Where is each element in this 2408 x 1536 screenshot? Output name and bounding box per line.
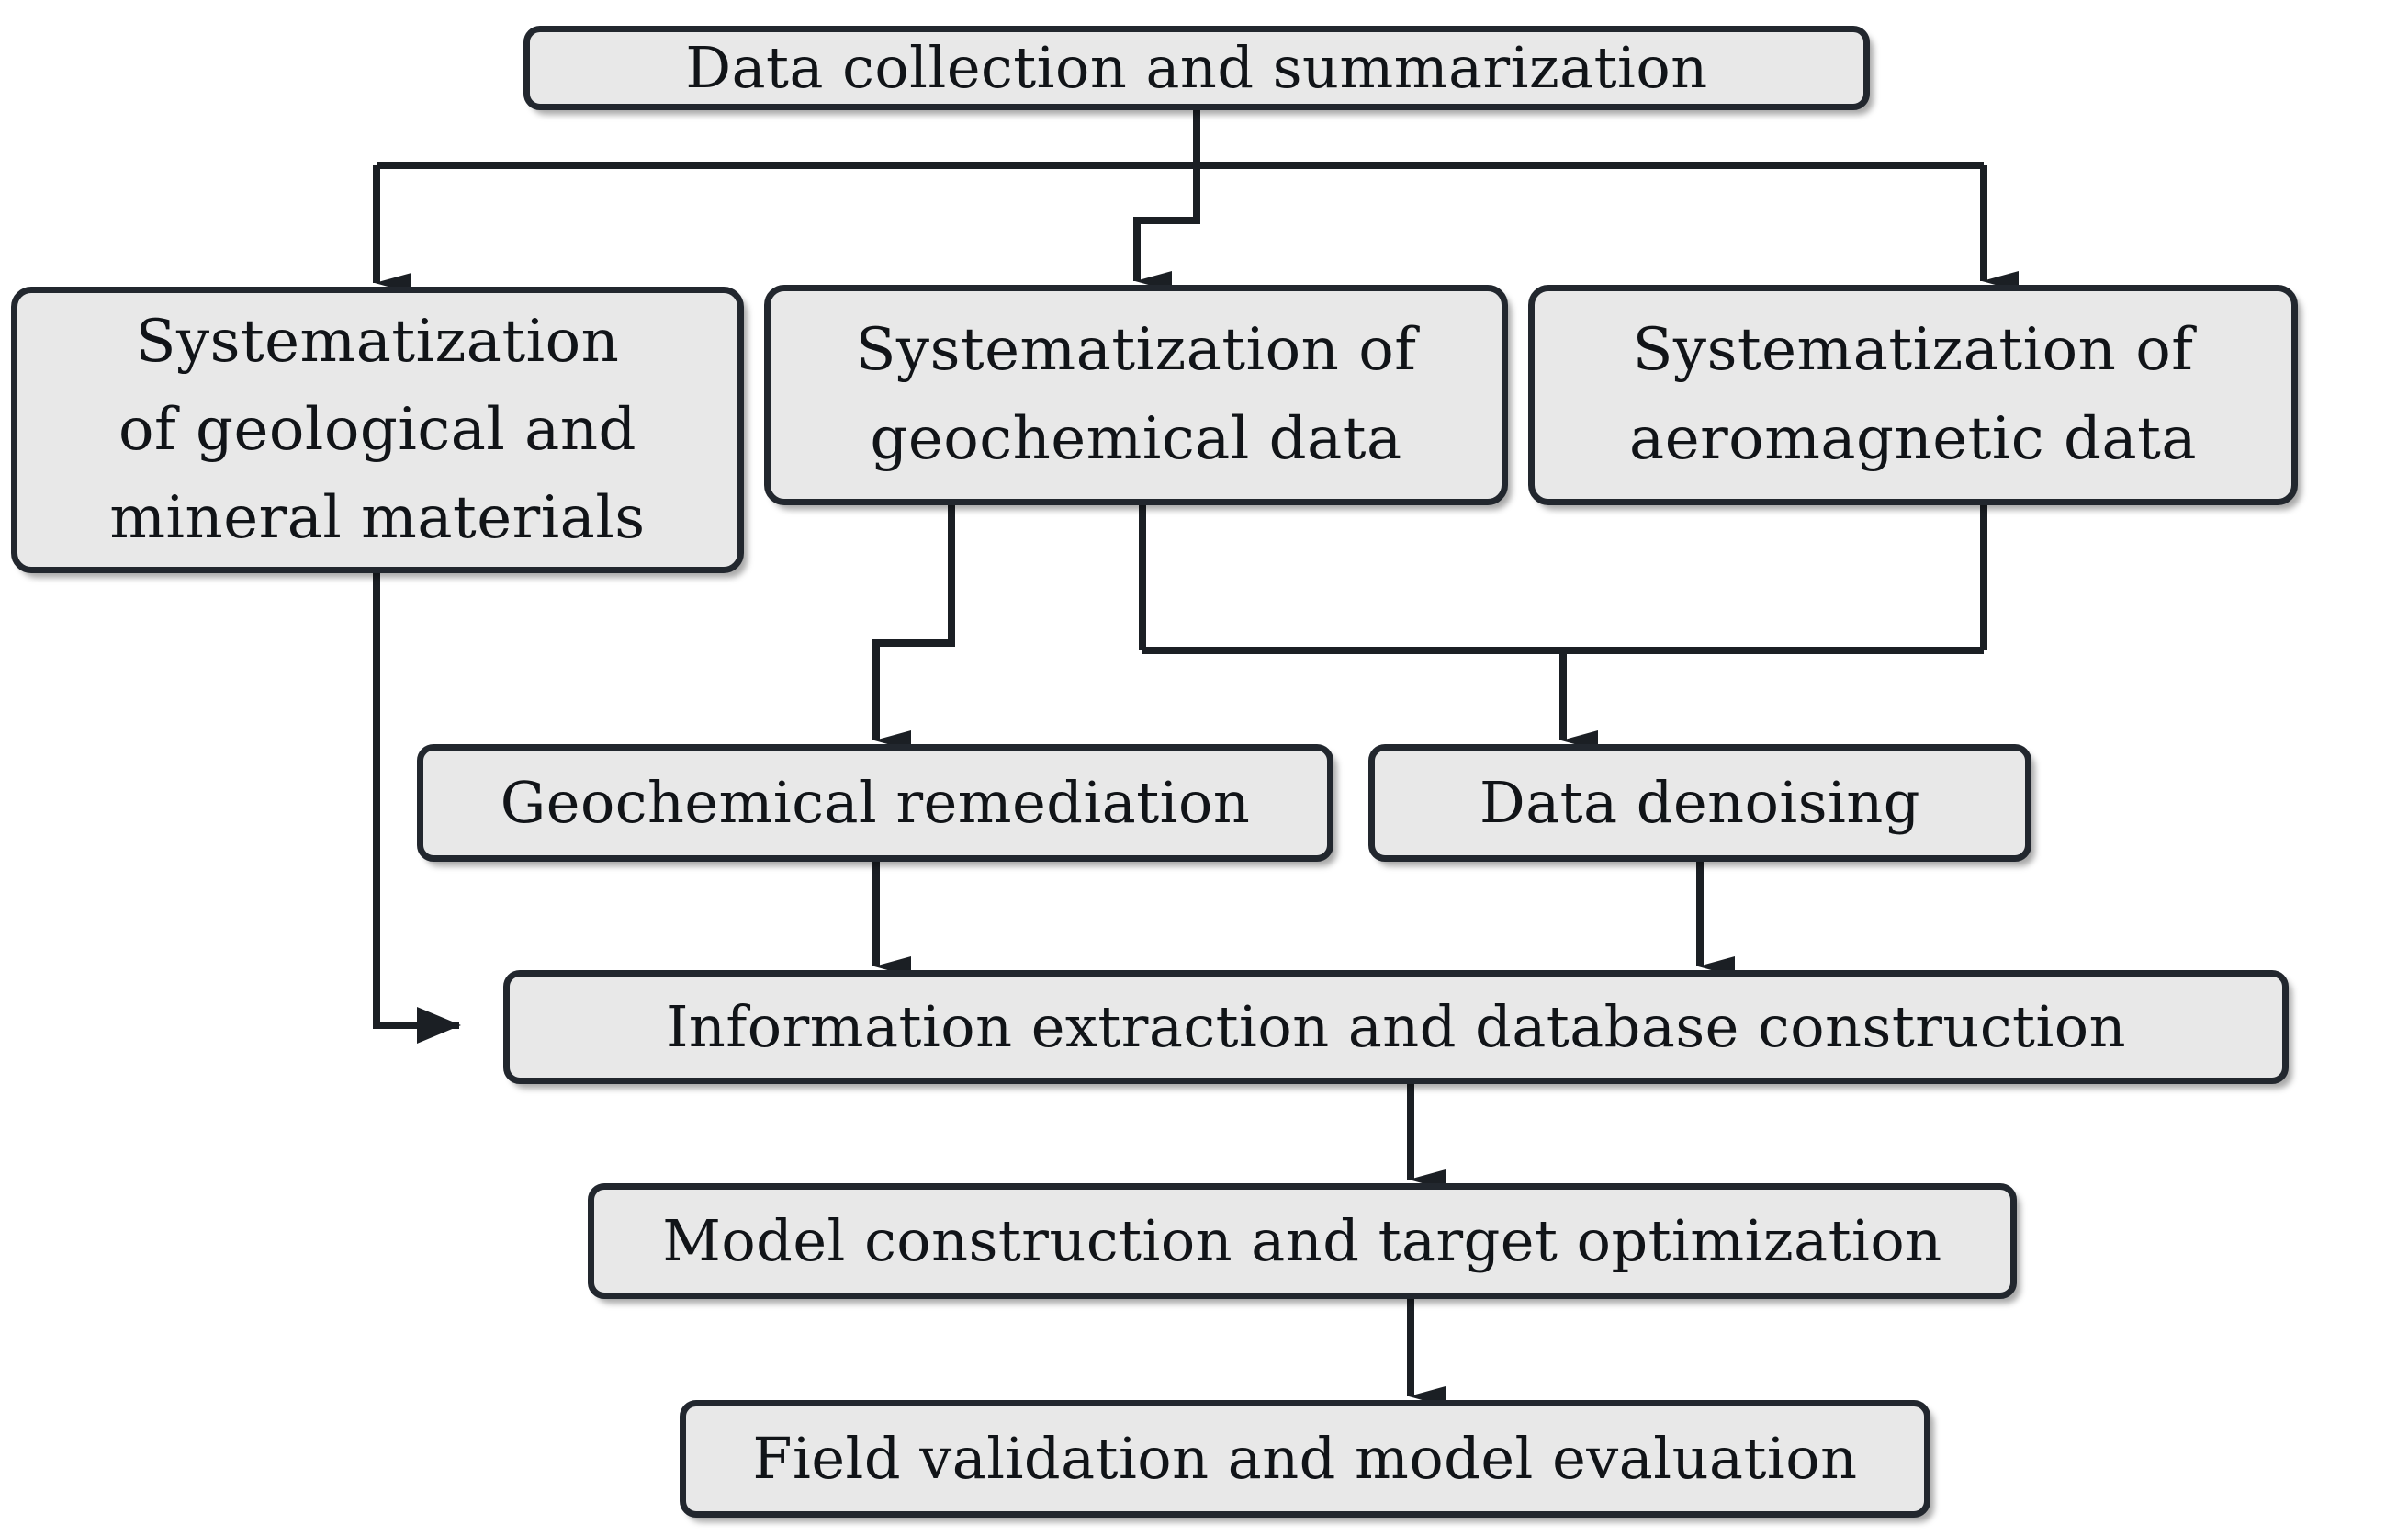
edge-collect-to-geochemical <box>1133 165 1200 291</box>
node-label: Systematization of aeromagnetic data <box>1629 315 2197 473</box>
node-label: Information extraction and database cons… <box>665 992 2127 1060</box>
node-label: Data collection and summarization <box>685 33 1708 101</box>
node-label: Systematization of geological and minera… <box>109 308 646 552</box>
node-systematization-of-aeromagnetic-data[interactable]: Systematization of aeromagnetic data <box>1528 285 2298 505</box>
node-data-collection-and-summarization[interactable]: Data collection and summarization <box>523 26 1870 110</box>
edge-geochemical-to-remediation <box>872 505 955 751</box>
node-label: Data denoising <box>1480 768 1920 836</box>
node-label: Field validation and model evaluation <box>752 1424 1858 1492</box>
node-geochemical-remediation[interactable]: Geochemical remediation <box>417 744 1333 862</box>
node-label: Model construction and target optimizati… <box>662 1206 1942 1274</box>
node-model-construction-and-target-optimization[interactable]: Model construction and target optimizati… <box>588 1183 2017 1299</box>
node-information-extraction-and-database-construction[interactable]: Information extraction and database cons… <box>503 970 2289 1084</box>
node-field-validation-and-model-evaluation[interactable]: Field validation and model evaluation <box>680 1400 1930 1518</box>
node-systematization-of-geological-and-mineral-materials[interactable]: Systematization of geological and minera… <box>11 287 744 573</box>
node-systematization-of-geochemical-data[interactable]: Systematization of geochemical data <box>764 285 1508 505</box>
node-label: Systematization of geochemical data <box>855 315 1417 473</box>
node-data-denoising[interactable]: Data denoising <box>1368 744 2031 862</box>
node-label: Geochemical remediation <box>500 768 1251 836</box>
